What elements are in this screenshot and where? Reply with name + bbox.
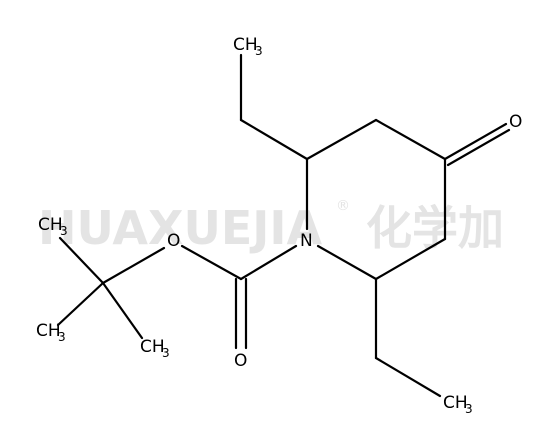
atom-ch3-tbu-c: CH 3	[140, 337, 170, 360]
bond-c2-c3	[305, 118, 378, 161]
watermark-registered: ®	[336, 198, 350, 214]
atom-o-ester: O	[167, 231, 180, 251]
bond-c4-o-a	[443, 122, 508, 161]
atom-o-ketone: O	[509, 112, 522, 132]
bond-n1-ccarbonyl	[239, 244, 298, 281]
bond-ch2-ch3-bottom	[374, 356, 442, 398]
watermark: HUAXUEJIA ® 化学加	[38, 198, 504, 255]
bond-cq-ch3-c	[101, 281, 144, 340]
atom-o-carbonyl: O	[234, 351, 247, 371]
bond-c5-c6	[374, 237, 447, 281]
atom-ch3-tbu-b-main: CH	[36, 321, 61, 341]
atom-ch3-top-main: CH	[233, 35, 258, 55]
bond-c6-n1	[316, 244, 378, 281]
atom-n1: N	[300, 231, 313, 251]
atom-ch3-tbu-b: CH 3	[36, 321, 66, 344]
atom-ch3-tbu-b-sub: 3	[58, 330, 66, 344]
bond-c4-o-b	[446, 128, 511, 167]
atom-ch3-bottom-sub: 3	[465, 402, 473, 416]
atom-labels: N O O O CH 3 CH 3 CH 3 CH 3 CH 3	[36, 35, 522, 416]
watermark-cn: 化学加	[366, 201, 504, 255]
bond-oester-cq	[101, 246, 166, 285]
atom-ch3-tbu-c-main: CH	[140, 337, 165, 357]
atom-ch3-top-sub: 3	[255, 44, 263, 58]
atom-ch3-tbu-a-sub: 3	[60, 224, 68, 238]
bond-cq-ch3-a	[58, 236, 105, 285]
atom-ch3-bottom-main: CH	[443, 393, 468, 413]
bonds	[56, 53, 511, 398]
atom-ch3-tbu-c-sub: 3	[162, 346, 170, 360]
bond-ccarbonyl-oester	[180, 244, 243, 281]
atom-ch3-tbu-a: CH 3	[38, 215, 68, 238]
bond-ch2-c2	[239, 118, 309, 161]
watermark-brand: HUAXUEJIA	[38, 201, 323, 255]
bond-c3-c4	[374, 118, 447, 161]
atom-ch3-tbu-a-main: CH	[38, 215, 63, 235]
bond-cq-ch3-b	[56, 281, 105, 327]
atom-ch3-bottom: CH 3	[443, 393, 473, 416]
atom-ch3-top: CH 3	[233, 35, 263, 58]
